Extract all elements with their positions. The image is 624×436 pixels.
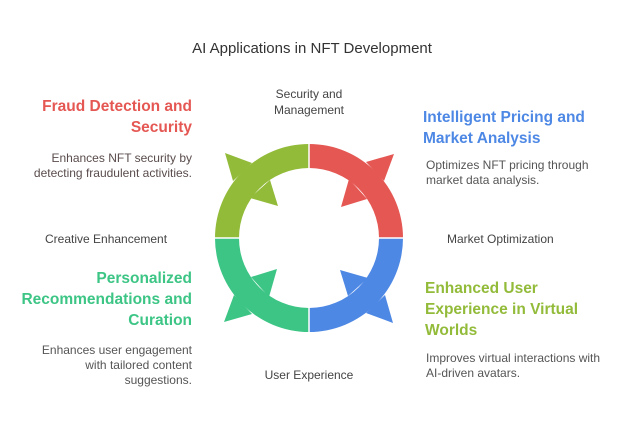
fraud-desc: Enhances NFT security by detecting fraud… <box>33 151 192 180</box>
ring-segment <box>215 144 309 238</box>
ring-segment <box>309 238 403 332</box>
arrow-inner-icon <box>341 179 367 207</box>
label-security-management: Security and Management <box>273 87 345 117</box>
quadrant-bottom-right <box>309 238 403 332</box>
arrow-outer-icon <box>366 295 393 323</box>
diagram-title: AI Applications in NFT Development <box>192 40 432 57</box>
label-creative-enhancement: Creative Enhancement <box>45 232 168 246</box>
pricing-heading: Intelligent Pricing and Market Analysis <box>423 109 585 147</box>
arrow-outer-icon <box>225 153 252 181</box>
arrow-outer-icon <box>366 154 394 181</box>
arrow-inner-icon <box>251 269 277 297</box>
arrow-outer-icon <box>224 295 252 322</box>
recs-desc: Enhances user engagement with tailored c… <box>41 343 192 387</box>
vr-heading: Enhanced User Experience in Virtual Worl… <box>425 280 579 339</box>
quadrant-top-right <box>309 144 403 238</box>
arrow-inner-icon <box>250 180 278 206</box>
arrow-inner-icon <box>340 270 368 296</box>
fraud-heading: Fraud Detection and Security <box>42 98 192 136</box>
recs-heading: Personalized Recommendations and Curatio… <box>21 270 192 329</box>
ring-segment <box>215 238 309 332</box>
label-market-optimization: Market Optimization <box>447 232 554 246</box>
ring-segment <box>309 144 403 238</box>
vr-desc: Improves virtual interactions with AI-dr… <box>426 351 601 380</box>
quadrant-top-left <box>215 144 309 238</box>
label-user-experience: User Experience <box>264 368 354 382</box>
quadrant-bottom-left <box>215 238 309 332</box>
pricing-desc: Optimizes NFT pricing through market dat… <box>426 158 589 187</box>
